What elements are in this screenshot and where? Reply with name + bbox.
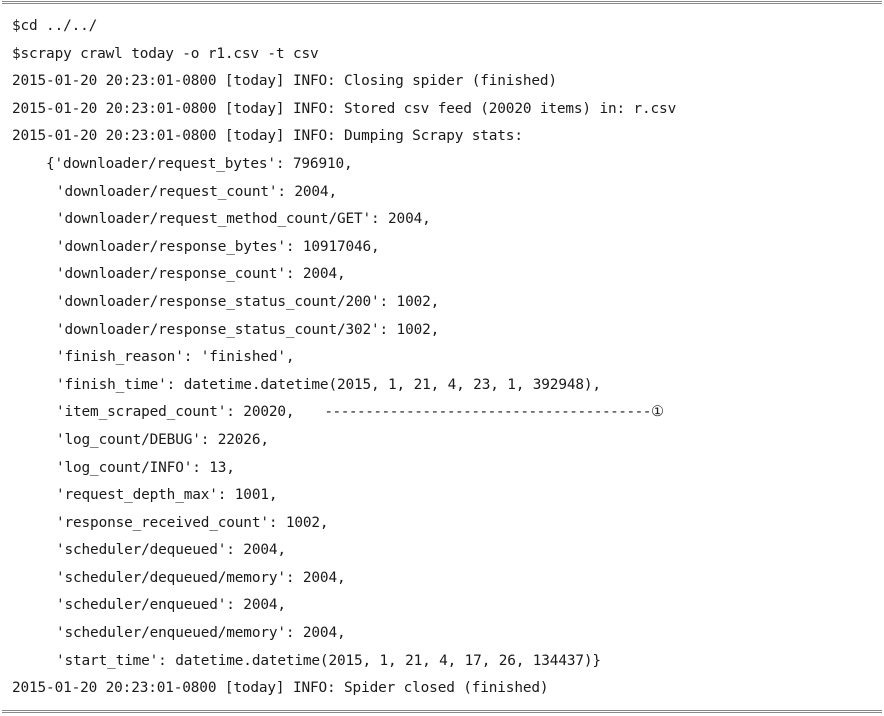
log-line: 2015-01-20 20:23:01-0800 [today] INFO: S… bbox=[12, 680, 549, 697]
stats-line: 'downloader/request_method_count/GET': 2… bbox=[56, 211, 431, 228]
log-line: 2015-01-20 20:23:01-0800 [today] INFO: S… bbox=[12, 100, 677, 117]
stats-line: 'scheduler/enqueued/memory': 2004, bbox=[56, 625, 346, 642]
callout-leader-line: ---------------------------------------- bbox=[324, 404, 651, 421]
stats-line: 'scheduler/dequeued': 2004, bbox=[56, 542, 286, 559]
stats-line: 'request_depth_max': 1001, bbox=[56, 487, 278, 504]
top-double-rule bbox=[2, 1, 882, 4]
stats-line: 'log_count/DEBUG': 22026, bbox=[56, 431, 269, 448]
stats-line: 'downloader/request_count': 2004, bbox=[56, 183, 337, 200]
stats-line: 'downloader/response_count': 2004, bbox=[56, 266, 346, 283]
stats-text: 'item_scraped_count': 20020, bbox=[56, 404, 295, 421]
stats-line: 'scheduler/dequeued/memory': 2004, bbox=[56, 569, 346, 586]
callout-annotation: ----------------------------------------… bbox=[324, 399, 663, 427]
stats-line: 'finish_time': datetime.datetime(2015, 1… bbox=[56, 376, 601, 393]
log-line: 2015-01-20 20:23:01-0800 [today] INFO: D… bbox=[12, 128, 523, 145]
callout-marker: ① bbox=[650, 404, 664, 421]
stats-line: {'downloader/request_bytes': 796910, bbox=[46, 155, 353, 172]
stats-line-annotated: 'item_scraped_count': 20020, ------------… bbox=[12, 399, 876, 427]
stats-line: 'scheduler/enqueued': 2004, bbox=[56, 597, 286, 614]
stats-line: 'start_time': datetime.datetime(2015, 1,… bbox=[56, 652, 601, 669]
stats-line: 'downloader/response_status_count/200': … bbox=[56, 293, 440, 310]
stats-line: 'log_count/INFO': 13, bbox=[56, 459, 235, 476]
command-line: $scrapy crawl today -o r1.csv -t csv bbox=[12, 45, 319, 62]
stats-line: 'response_received_count': 1002, bbox=[56, 514, 329, 531]
log-line: 2015-01-20 20:23:01-0800 [today] INFO: C… bbox=[12, 73, 557, 90]
command-line: $cd ../../ bbox=[12, 18, 98, 34]
stats-line: 'downloader/response_status_count/302': … bbox=[56, 321, 440, 338]
bottom-double-rule bbox=[2, 710, 882, 713]
stats-line: 'downloader/response_bytes': 10917046, bbox=[56, 238, 380, 255]
stats-line: 'finish_reason': 'finished', bbox=[56, 349, 295, 366]
console-output: $cd ../../ $scrapy crawl today -o r1.csv… bbox=[12, 13, 876, 703]
